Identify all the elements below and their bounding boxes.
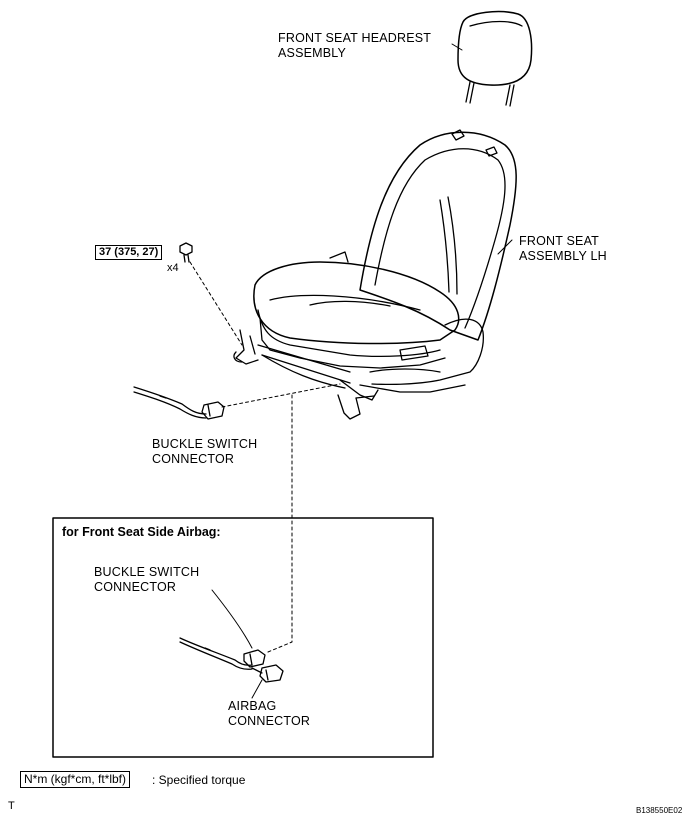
seat-cushion-drawing (253, 251, 484, 393)
buckle-switch-connector-label: BUCKLE SWITCH CONNECTOR (152, 437, 257, 467)
footer-mark: T (8, 800, 15, 812)
headrest-drawing (457, 10, 533, 107)
torque-legend-text: : Specified torque (152, 773, 246, 787)
bolt-drawing (179, 242, 193, 263)
seat-label-line1: FRONT SEAT (519, 234, 600, 248)
buckle-switch-connector-label-line2: CONNECTOR (152, 452, 235, 466)
seat-rail-drawing (233, 329, 379, 420)
inset-buckle-switch-connector-label-line2: CONNECTOR (94, 580, 177, 594)
headrest-label-line2: ASSEMBLY (278, 46, 347, 60)
buckle-switch-connector-label-line1: BUCKLE SWITCH (152, 437, 258, 451)
seat-label-line2: ASSEMBLY LH (519, 249, 607, 263)
figure-id: B138550E02 (636, 806, 683, 815)
headrest-label-line1: FRONT SEAT HEADREST (278, 31, 432, 45)
buckle-harness-top-drawing (133, 386, 225, 420)
airbag-connector-label-line1: AIRBAG (228, 699, 277, 713)
bolt-quantity: x4 (167, 262, 179, 274)
torque-unit-legend-box: N*m (kgf*cm, ft*lbf) (20, 771, 131, 788)
headrest-label: FRONT SEAT HEADREST ASSEMBLY (278, 31, 431, 61)
airbag-connector-label-line2: CONNECTOR (228, 714, 311, 728)
inset-buckle-switch-connector-label: BUCKLE SWITCH CONNECTOR (94, 565, 199, 595)
seat-back-drawing (359, 129, 517, 341)
torque-spec-box: 37 (375, 27) (95, 245, 163, 260)
inset-frame (52, 517, 434, 758)
dashed-leaders (189, 261, 341, 653)
inset-harness-drawing (179, 637, 284, 683)
label-leaders (211, 43, 513, 699)
inset-buckle-switch-connector-label-line1: BUCKLE SWITCH (94, 565, 200, 579)
seat-label: FRONT SEAT ASSEMBLY LH (519, 234, 607, 264)
inset-title: for Front Seat Side Airbag: (62, 525, 221, 539)
airbag-connector-label: AIRBAG CONNECTOR (228, 699, 310, 729)
